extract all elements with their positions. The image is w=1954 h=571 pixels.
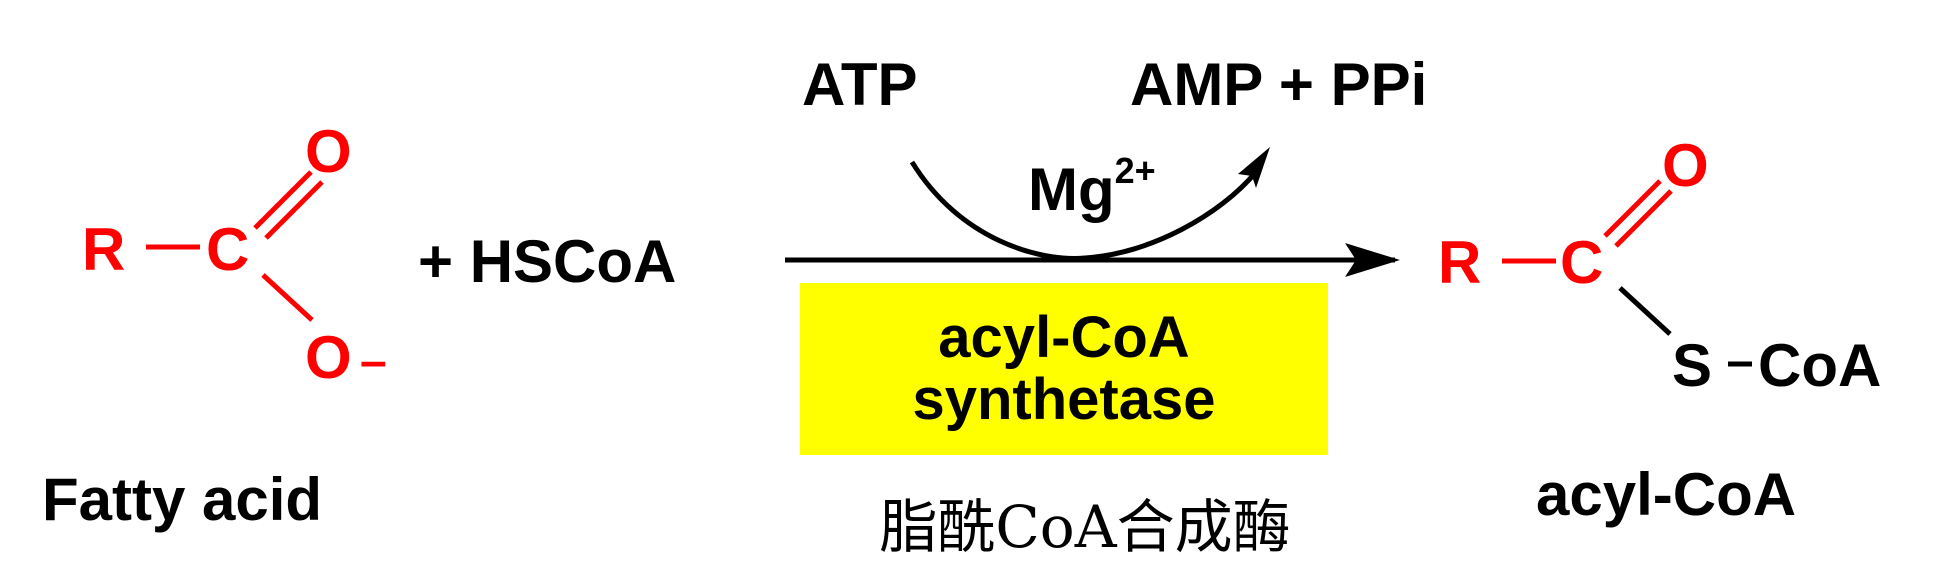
cofactor-arrowhead	[1238, 147, 1270, 188]
reaction-arrowhead	[1345, 243, 1400, 277]
metal-charge: 2+	[1114, 150, 1156, 191]
product-sulfur: S	[1672, 332, 1713, 399]
product-carbonyl-oxygen: O	[1662, 132, 1709, 199]
product-c-s-bond	[1618, 286, 1672, 336]
metal-cofactor: Mg2+	[1028, 153, 1156, 220]
enzyme-label-box: acyl-CoA synthetase	[800, 283, 1328, 455]
product-coa: CoA	[1758, 332, 1882, 399]
cofactor-curved-arrow	[909, 160, 1258, 261]
reactant-name: Fatty acid	[42, 466, 323, 533]
reactant-negative-charge: –	[360, 335, 387, 388]
product-carbon: C	[1560, 229, 1604, 296]
enzyme-name-line1: acyl-CoA	[938, 305, 1190, 370]
reactant-r-group: R	[82, 216, 126, 283]
product-r-group: R	[1438, 229, 1482, 296]
cofactor-input: ATP	[802, 51, 918, 118]
product-name: acyl-CoA	[1536, 461, 1797, 528]
enzyme-name-line2: synthetase	[912, 367, 1216, 432]
reactant-carbonyl-oxygen: O	[305, 118, 352, 185]
reactant-carbon: C	[206, 216, 250, 283]
product-c-o-double-bond-1	[1603, 179, 1662, 238]
enzyme-name-chinese: 脂酰CoA合成酶	[879, 493, 1291, 561]
metal-symbol: Mg	[1028, 156, 1115, 223]
cofactor-output: AMP + PPi	[1130, 51, 1428, 118]
reactant-c-o-single-bond	[261, 273, 314, 322]
reactant-c-o-double-bond-1	[253, 170, 313, 230]
cosubstrate-label: + HSCoA	[418, 228, 677, 295]
product-c-o-double-bond-2	[1614, 189, 1673, 248]
reactant-carboxylate-oxygen: O	[305, 324, 352, 391]
reactant-c-o-double-bond-2	[264, 180, 324, 240]
